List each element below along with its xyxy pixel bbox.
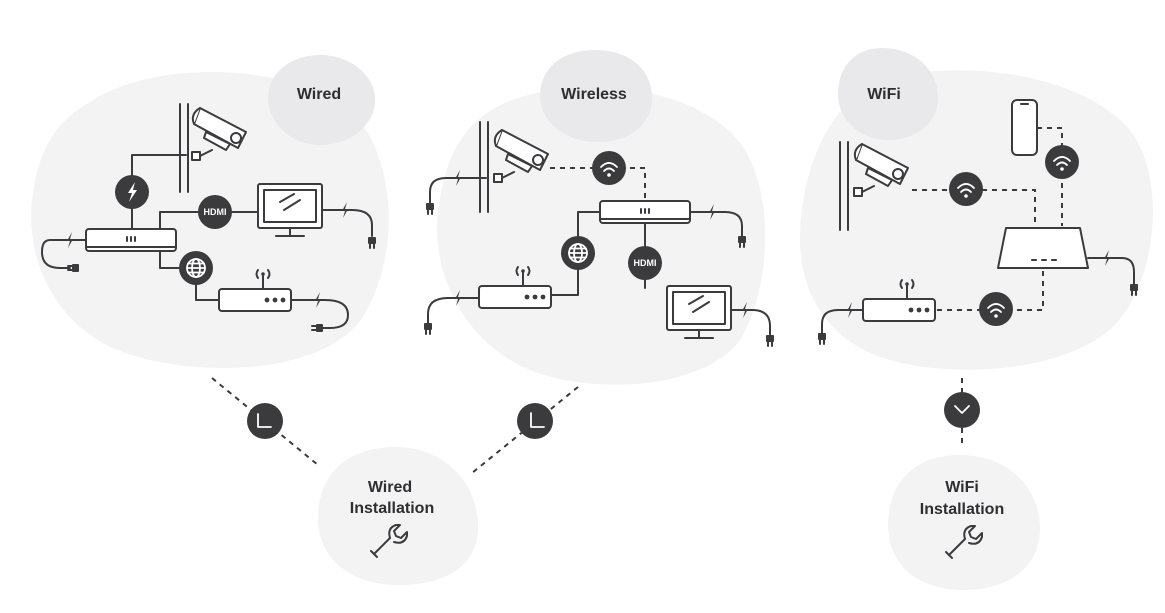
wired-installation: Wired Installation (350, 479, 434, 558)
wired-group: HDMI Wired (41, 86, 377, 333)
wireless-group: HDMI Wireless (423, 86, 775, 347)
wired-flow-arrow (247, 403, 283, 439)
wifi-group-background (800, 48, 1153, 370)
hdmi-chip: HDMI (628, 246, 662, 280)
hdmi-chip: HDMI (198, 195, 232, 229)
wireless-flow-arrow (517, 403, 553, 439)
hdmi-chip-label: HDMI (634, 258, 657, 268)
wired-installation-background (318, 447, 479, 585)
wireless-camera-pole (479, 121, 489, 213)
monitor-icon (666, 285, 732, 339)
wifi-installation-line2: Installation (920, 501, 1004, 518)
wifi-router-hub-icon (997, 227, 1089, 269)
wifi-title: WiFi (867, 86, 901, 103)
wired-installation-line1: Wired (368, 479, 412, 496)
wifi-installation-background (888, 455, 1040, 590)
wired-title: Wired (297, 86, 341, 103)
wifi-camera-pole (839, 141, 849, 231)
wifi-group: WiFi (817, 86, 1139, 345)
wifi-installation: WiFi Installation (920, 479, 1004, 559)
wifi-installation-line1: WiFi (945, 479, 979, 496)
nvr-recorder-icon (85, 228, 177, 252)
wired-installation-line2: Installation (350, 500, 434, 517)
wifi-flow-arrow (944, 392, 980, 428)
smartphone-icon (1011, 99, 1038, 156)
flow-connectors (211, 377, 963, 474)
wireless-title: Wireless (561, 86, 627, 103)
monitor-icon (257, 183, 323, 237)
hdmi-chip-label: HDMI (204, 207, 227, 217)
nvr-recorder-icon (599, 200, 691, 224)
wired-camera-pole (179, 103, 189, 193)
